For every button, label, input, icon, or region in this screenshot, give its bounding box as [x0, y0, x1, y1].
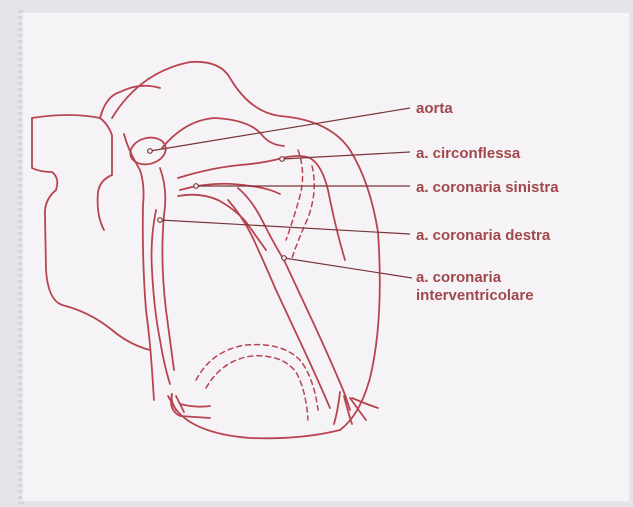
- apex-branch-1: [334, 392, 340, 424]
- interventricular-artery-2: [228, 200, 330, 408]
- leader-right-coronary: [160, 220, 410, 234]
- dashed-vessel-1: [286, 150, 303, 240]
- shoulder-outline: [100, 86, 160, 118]
- atrium-curve: [162, 118, 284, 148]
- label-interventricular-line2: interventricolare: [416, 287, 534, 304]
- label-aorta: aorta: [416, 100, 453, 117]
- interventricular-artery: [238, 188, 350, 410]
- dot-left-coronary: [194, 184, 199, 189]
- neck-outline: [32, 115, 112, 230]
- dot-right-coronary: [158, 218, 163, 223]
- lower-vessel-3: [180, 404, 210, 407]
- label-right-coronary: a. coronaria destra: [416, 227, 551, 244]
- label-left-coronary: a. coronaria sinistra: [416, 179, 559, 196]
- dot-interventricular: [282, 256, 287, 261]
- label-circumflex: a. circonflessa: [416, 145, 521, 162]
- leader-interventricular: [284, 258, 412, 278]
- aortic-trunk-inner: [160, 168, 174, 370]
- dot-circumflex: [280, 157, 285, 162]
- dot-aorta: [148, 149, 153, 154]
- dashed-posterior-arc-2: [206, 356, 308, 420]
- label-interventricular-line1: a. coronaria: [416, 269, 502, 286]
- leader-aorta: [150, 108, 410, 151]
- heart-top-contour: [112, 62, 378, 232]
- aortic-trunk: [124, 134, 154, 400]
- torso-outline: [32, 118, 150, 350]
- right-coronary-artery: [152, 210, 171, 384]
